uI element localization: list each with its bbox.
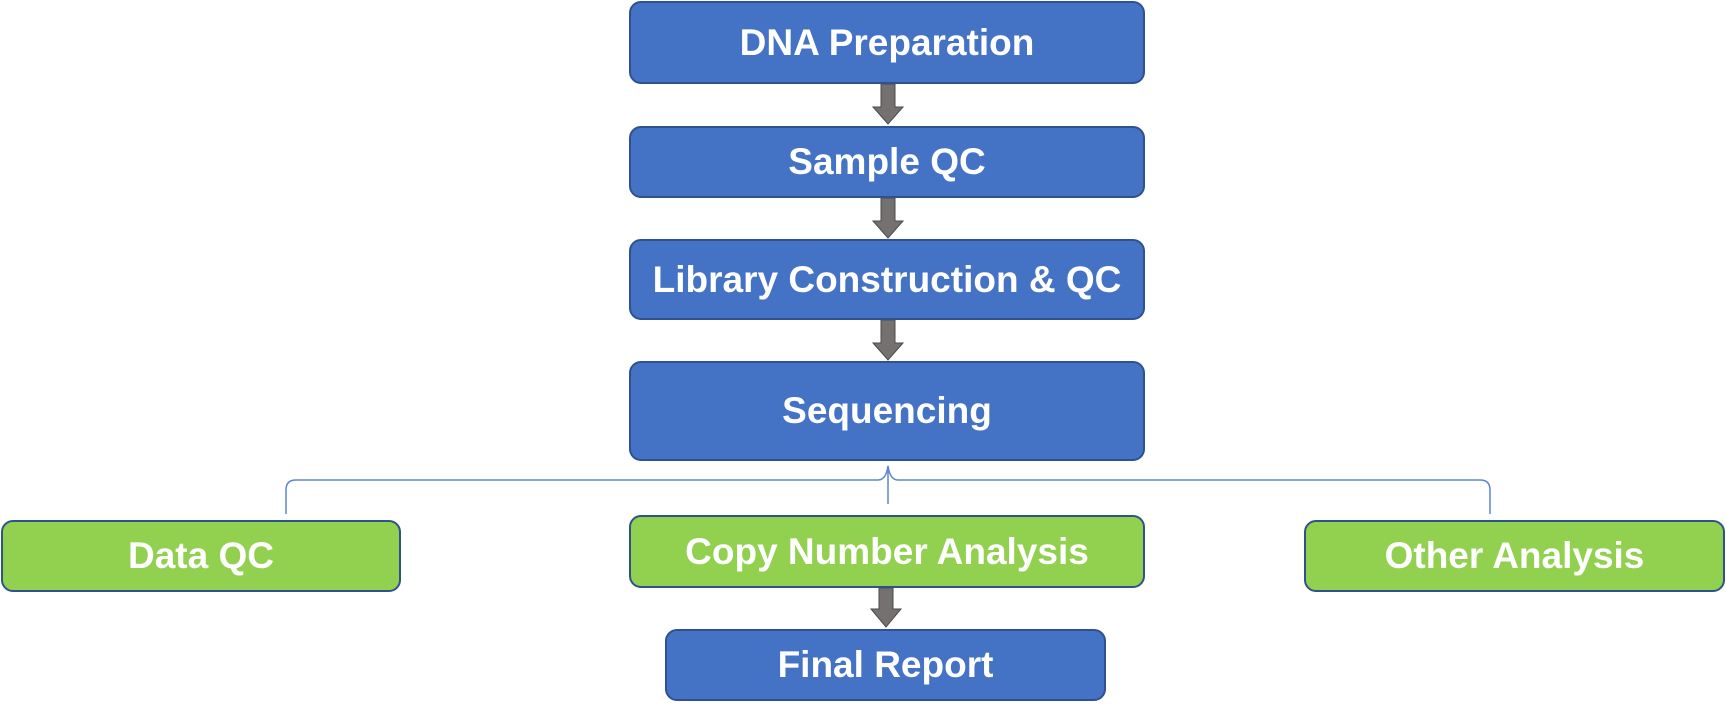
step-copy-number-analysis: Copy Number Analysis <box>629 515 1145 588</box>
arrow-dna-to-sample-qc <box>871 83 905 125</box>
arrow-sample-qc-to-library <box>871 197 905 239</box>
step-library-construction: Library Construction & QC <box>629 239 1145 320</box>
step-final-report-label: Final Report <box>777 644 994 685</box>
arrow-copy-number-to-final-report <box>869 587 903 628</box>
arrow-library-to-sequencing <box>871 319 905 361</box>
step-sample-qc: Sample QC <box>629 126 1145 198</box>
step-library-construction-label: Library Construction & QC <box>652 258 1122 300</box>
step-sequencing-label: Sequencing <box>782 390 992 431</box>
step-other-analysis: Other Analysis <box>1304 520 1725 592</box>
step-dna-preparation-label: DNA Preparation <box>739 21 1035 63</box>
step-copy-number-analysis-label: Copy Number Analysis <box>685 530 1089 572</box>
step-sequencing: Sequencing <box>629 361 1145 461</box>
step-other-analysis-label: Other Analysis <box>1384 535 1645 576</box>
step-data-qc-label: Data QC <box>128 535 274 576</box>
step-sample-qc-label: Sample QC <box>788 141 986 182</box>
step-final-report: Final Report <box>665 629 1106 701</box>
step-data-qc: Data QC <box>1 520 401 592</box>
step-dna-preparation: DNA Preparation <box>629 1 1145 84</box>
